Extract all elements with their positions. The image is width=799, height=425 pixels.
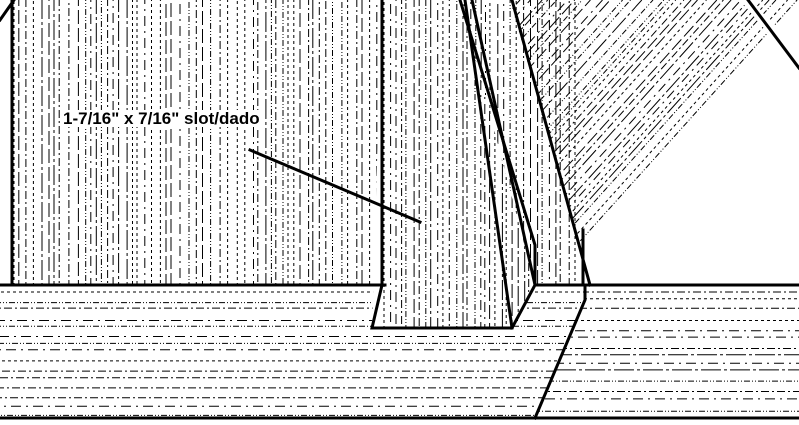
grain-line <box>510 0 576 285</box>
grain-line <box>510 0 756 285</box>
grain-line <box>0 0 256 285</box>
corner-stub-left <box>0 0 16 23</box>
grain-line <box>147 0 404 285</box>
corner-stub-right <box>746 0 799 71</box>
grain-line <box>510 0 643 285</box>
post-bevel-line-2 <box>470 0 537 287</box>
grain-line <box>0 0 148 285</box>
grain-line <box>25 0 282 285</box>
grain-line <box>510 0 750 285</box>
brace-edge <box>510 0 592 287</box>
grain-line <box>510 0 665 285</box>
grain-line <box>0 0 168 285</box>
grain-line <box>510 0 611 285</box>
grain-line <box>56 0 313 285</box>
grain-line <box>510 0 764 285</box>
grain-line <box>0 0 132 285</box>
grain-line <box>137 0 394 285</box>
base-joint-line <box>533 283 587 420</box>
grain-line <box>519 0 777 285</box>
grain-line <box>0 0 143 285</box>
grain-line <box>0 0 120 285</box>
grain-line <box>510 0 692 285</box>
grain-line <box>0 0 233 285</box>
post-bevel-line <box>463 0 514 330</box>
post-fill <box>372 0 535 328</box>
grain-line <box>0 0 190 285</box>
grain-line <box>510 0 718 285</box>
grain-line <box>126 0 383 285</box>
grain-line <box>0 0 154 285</box>
callout-label: 1-7/16" x 7/16" slot/dado <box>60 110 263 127</box>
grain-line <box>510 0 623 285</box>
grain-line <box>0 0 100 285</box>
right-rail-grain-hatching <box>535 291 799 412</box>
grain-line <box>88 0 345 285</box>
grain-line <box>0 0 208 285</box>
callout-leader-line <box>248 148 422 224</box>
grain-line <box>510 0 707 285</box>
grain-line <box>80 0 337 285</box>
grain-line <box>0 0 245 285</box>
grain-line <box>510 0 685 285</box>
grain-line <box>510 0 631 285</box>
grain-line <box>39 0 296 285</box>
